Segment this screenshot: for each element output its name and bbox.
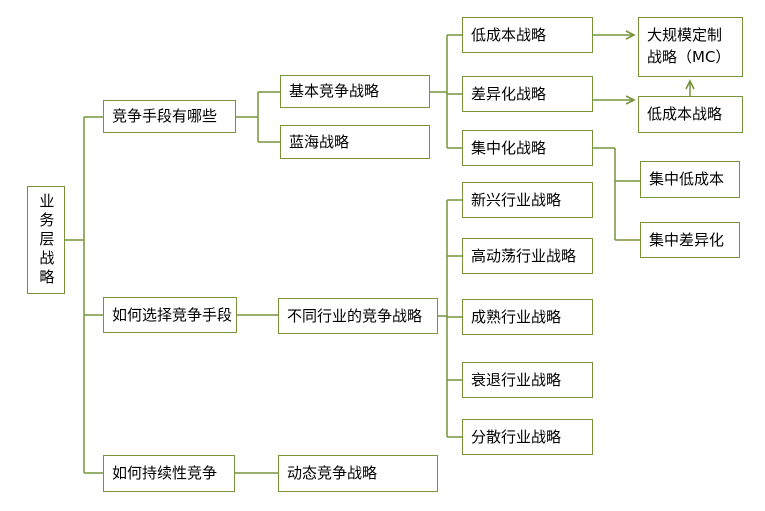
node-business-level-strategy[interactable]: 业务层战略 — [27, 186, 65, 294]
node-how-to-sustain-competition[interactable]: 如何持续性竞争 — [103, 455, 235, 492]
mass-customization-line2: 战略（MC） — [647, 48, 731, 66]
node-low-cost-strategy[interactable]: 低成本战略 — [462, 17, 593, 53]
node-how-to-choose-methods[interactable]: 如何选择竞争手段 — [103, 297, 237, 333]
node-basic-competitive-strategy[interactable]: 基本竞争战略 — [280, 75, 430, 108]
node-focus-strategy[interactable]: 集中化战略 — [462, 130, 593, 166]
node-differentiation-strategy[interactable]: 差异化战略 — [462, 76, 593, 112]
node-focused-differentiation[interactable]: 集中差异化 — [640, 222, 740, 258]
node-focused-low-cost[interactable]: 集中低成本 — [640, 161, 740, 198]
node-blue-ocean-strategy[interactable]: 蓝海战略 — [280, 125, 430, 159]
connector-focus-branches — [593, 147, 640, 241]
node-turbulent-industry-strategy[interactable]: 高动荡行业战略 — [462, 238, 593, 274]
node-mass-customization-strategy[interactable]: 大规模定制 战略（MC） — [638, 17, 743, 77]
node-dynamic-competition-strategy[interactable]: 动态竞争战略 — [278, 455, 438, 492]
connector-methods-branches — [236, 91, 280, 143]
mass-customization-line1: 大规模定制 — [647, 26, 723, 45]
node-emerging-industry-strategy[interactable]: 新兴行业战略 — [462, 182, 593, 218]
node-mature-industry-strategy[interactable]: 成熟行业战略 — [462, 299, 593, 335]
connector-basic-branches — [430, 34, 462, 149]
connector-root-branches — [65, 116, 103, 474]
node-fragmented-industry-strategy[interactable]: 分散行业战略 — [462, 419, 593, 455]
node-competition-methods[interactable]: 竞争手段有哪些 — [103, 100, 236, 133]
node-declining-industry-strategy[interactable]: 衰退行业战略 — [462, 362, 593, 398]
node-industry-competitive-strategies[interactable]: 不同行业的竞争战略 — [278, 298, 438, 334]
connector-industry-branches — [438, 199, 462, 438]
node-low-cost-strategy-right[interactable]: 低成本战略 — [638, 96, 743, 133]
